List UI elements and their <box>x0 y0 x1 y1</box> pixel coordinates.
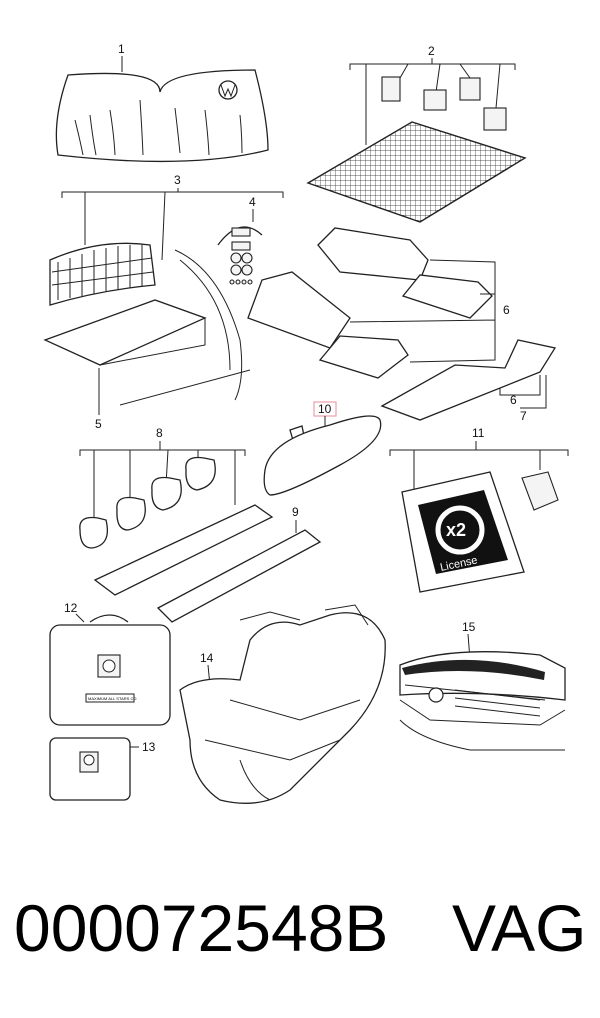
callout-14: 14 <box>200 651 214 665</box>
callout-2: 2 <box>428 44 435 58</box>
callout-1: 1 <box>118 42 125 56</box>
callout-7: 7 <box>520 409 527 423</box>
callout-6b: 6 <box>510 393 517 407</box>
corner-clip-4 <box>483 107 507 131</box>
trunk-net-and-cover: 3 <box>43 173 284 406</box>
trunk-mat-with-clips: 2 <box>306 44 527 223</box>
small-pouch: 13 <box>49 737 156 801</box>
license-kit: 11 x2 License <box>389 426 569 593</box>
callout-15: 15 <box>462 620 476 634</box>
fastener-kit: 4 <box>217 195 263 285</box>
floor-mats: 6 6 7 <box>247 227 557 423</box>
hood-deflector: 15 <box>399 620 566 751</box>
callout-9: 9 <box>292 505 299 519</box>
vw-logo-icon <box>218 80 238 100</box>
license-badge: x2 <box>446 520 466 540</box>
callout-12: 12 <box>64 601 78 615</box>
floor-mat-front-right <box>247 271 351 349</box>
callout-4: 4 <box>249 195 256 209</box>
corner-clip-3 <box>459 77 481 101</box>
corner-clip-1 <box>381 76 401 102</box>
rear-view-mirror: 10 <box>263 401 382 496</box>
callout-5: 5 <box>95 417 102 431</box>
callout-11: 11 <box>472 426 485 440</box>
sill-plate-front <box>93 504 274 596</box>
callout-6a: 6 <box>503 303 510 317</box>
storage-bag: 12 MAXIMUM ALL STARS CO <box>49 601 171 726</box>
door-cup-guards: 8 <box>79 426 274 596</box>
bag-label: MAXIMUM ALL STARS CO <box>88 696 136 701</box>
windshield-sunshade: 1 <box>55 42 269 163</box>
trunk-liner-mat <box>380 339 557 421</box>
footer: 000072548B VAG <box>0 890 600 990</box>
corner-clip-2 <box>423 89 447 111</box>
license-module <box>521 471 559 511</box>
floor-mat-front-left <box>317 227 429 281</box>
part-number: 000072548B <box>14 891 389 965</box>
brand-label: VAG <box>452 891 587 965</box>
floor-mat-rear-right <box>318 335 409 379</box>
sill-plate-rear: 9 <box>156 505 322 623</box>
callout-3: 3 <box>174 173 181 187</box>
rubber-mat <box>306 121 527 223</box>
parts-diagram: 1 2 3 <box>43 42 569 804</box>
floor-mat-rear-left <box>401 274 493 319</box>
callout-10: 10 <box>318 402 332 416</box>
callout-13: 13 <box>142 740 156 754</box>
rear-seat-cover: 14 <box>179 604 386 804</box>
callout-8: 8 <box>156 426 163 440</box>
